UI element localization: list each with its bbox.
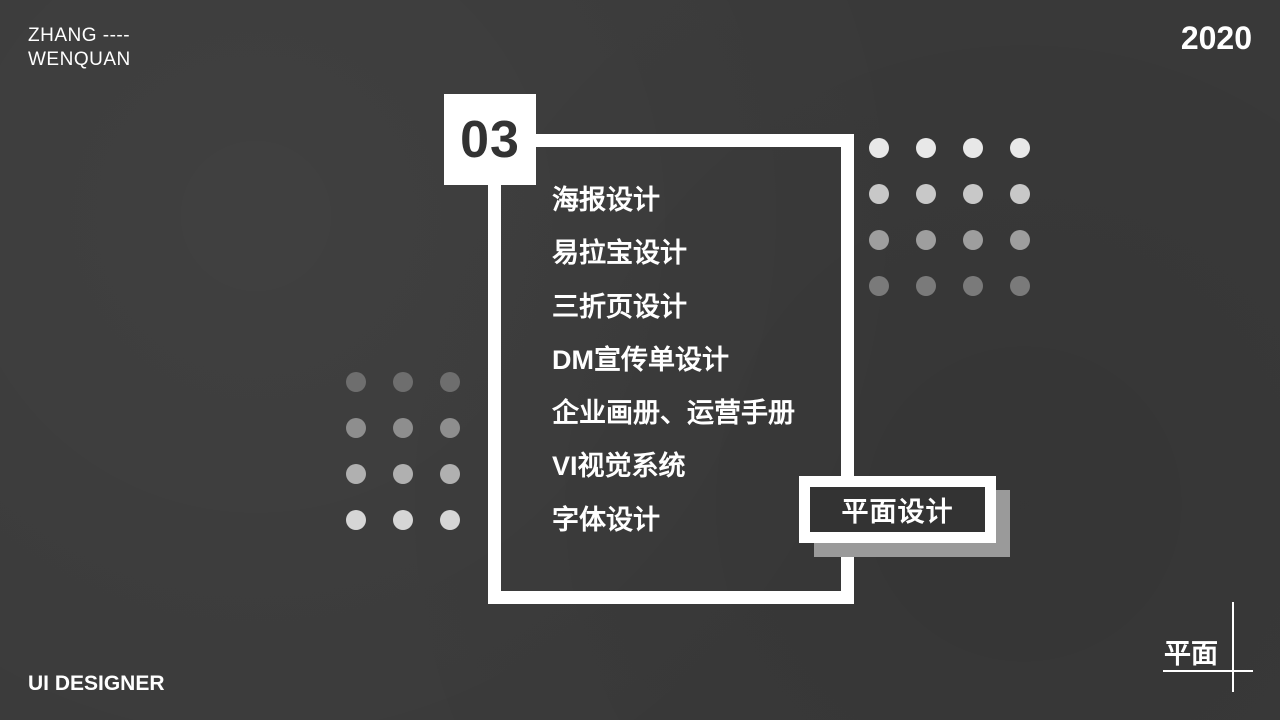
dot: [1010, 276, 1030, 296]
dot: [440, 418, 460, 438]
service-item: 企业画册、运营手册: [552, 398, 795, 429]
dot: [346, 464, 366, 484]
content-frame: [488, 134, 854, 604]
service-item: 易拉宝设计: [552, 238, 687, 269]
corner-label: 平面: [1164, 639, 1218, 669]
dot: [963, 138, 983, 158]
dot: [916, 138, 936, 158]
year-label: 2020: [1180, 20, 1252, 56]
author-name: ZHANG ---- WENQUAN: [28, 24, 131, 72]
dot: [346, 418, 366, 438]
dot: [1010, 184, 1030, 204]
dot: [346, 372, 366, 392]
corner-line-vertical: [1232, 602, 1234, 692]
dot: [393, 510, 413, 530]
dot: [1010, 230, 1030, 250]
section-number: 03: [444, 94, 536, 185]
dot: [393, 464, 413, 484]
dot: [346, 510, 366, 530]
service-item: 三折页设计: [552, 291, 687, 322]
service-item: DM宣传单设计: [552, 344, 729, 375]
dot: [393, 372, 413, 392]
dot: [963, 230, 983, 250]
dot: [963, 276, 983, 296]
dot: [440, 464, 460, 484]
dot: [440, 510, 460, 530]
dot: [1010, 138, 1030, 158]
service-list: 海报设计 易拉宝设计 三折页设计 DM宣传单设计 企业画册、运营手册 VI视觉系…: [552, 178, 795, 551]
dot: [916, 184, 936, 204]
service-item: 海报设计: [552, 185, 660, 215]
dot: [440, 372, 460, 392]
dot: [869, 230, 889, 250]
dot: [869, 276, 889, 296]
category-tag: 平面设计: [810, 487, 985, 532]
dot: [869, 138, 889, 158]
dot: [393, 418, 413, 438]
author-line-2: WENQUAN: [28, 49, 131, 70]
service-item: 字体设计: [552, 504, 660, 535]
corner-line-horizontal: [1163, 670, 1253, 672]
service-item: VI视觉系统: [552, 451, 686, 482]
dot: [916, 276, 936, 296]
dot: [869, 184, 889, 204]
author-line-1: ZHANG ----: [28, 25, 131, 46]
role-label: UI DESIGNER: [28, 672, 165, 695]
dot: [916, 230, 936, 250]
dot: [963, 184, 983, 204]
